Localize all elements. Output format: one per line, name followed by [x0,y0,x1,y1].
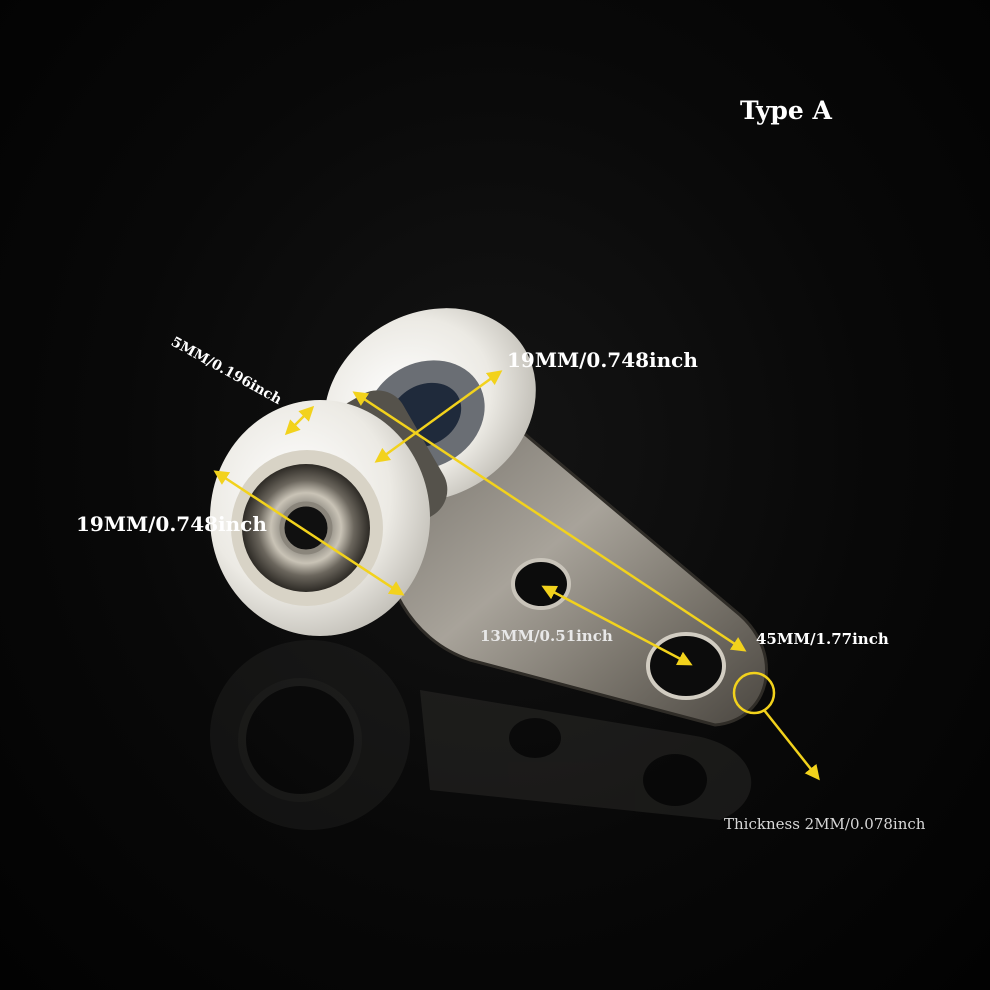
plate-thickness-label: Thickness 2MM/0.078inch [724,815,926,833]
reflection [210,640,752,830]
thickness-arrow [763,709,820,781]
type-label: Type A [740,96,832,125]
wheel-thickness-arrow [284,405,315,436]
arm-length-label: 45MM/1.77inch [756,630,889,648]
thickness-marker-circle [732,671,776,715]
dimension-annotations [213,370,820,781]
arm-length-arrow [352,391,747,652]
wheel-diameter-label: 19MM/0.748inch [76,512,267,536]
wheel-width-label: 19MM/0.748inch [507,348,698,372]
hole-spacing-label: 13MM/0.51inch [480,627,613,645]
